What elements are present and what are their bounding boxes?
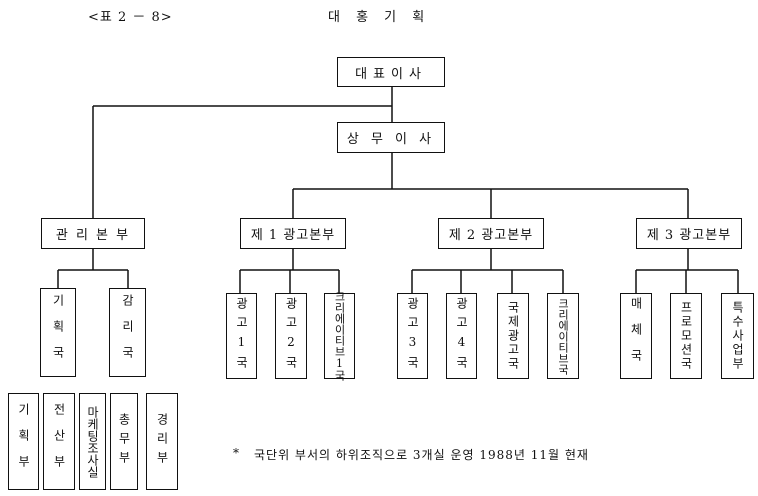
division-admin: 관 리 본 부 <box>41 218 145 249</box>
unit-label: 광고2국 <box>284 297 298 375</box>
unit-label: 광고1국 <box>234 297 249 375</box>
subunit-label: 전산부 <box>52 402 66 481</box>
unit-audit-bureau: 감리국 <box>109 288 146 377</box>
unit-special-business-dept: 특수사업부 <box>721 293 754 379</box>
subunit-planning-dept: 기획부 <box>8 393 39 490</box>
unit-label: 크리에이티브1국 <box>333 291 346 381</box>
unit-label: 국제광고국 <box>506 301 520 371</box>
subunit-marketing-research-office: 마케팅조사실 <box>79 393 106 490</box>
footnote-text: 국단위 부서의 하위조직으로 3개실 운영 1988년 11월 현재 <box>254 448 589 462</box>
footnote-mark: * <box>233 446 239 460</box>
unit-creative-bureau: 크리에이티브국 <box>547 293 579 379</box>
division-advertising-2: 제 2 광고본부 <box>438 218 544 249</box>
unit-ad-bureau-4: 광고4국 <box>446 293 477 379</box>
unit-promotion-bureau: 프로모션국 <box>670 293 702 379</box>
unit-planning-bureau: 기획국 <box>40 288 76 377</box>
managing-director-box: 상 무 이 사 <box>337 122 445 153</box>
unit-label: 특수사업부 <box>730 301 745 371</box>
unit-label: 광고4국 <box>454 297 469 375</box>
subunit-label: 경리부 <box>155 413 169 470</box>
division-advertising-1: 제 1 광고본부 <box>240 218 346 249</box>
unit-label: 프로모션국 <box>679 301 693 371</box>
unit-ad-bureau-2: 광고2국 <box>275 293 307 379</box>
table-label: <표 2 － 8> <box>88 10 173 25</box>
subunit-accounting-dept: 경리부 <box>146 393 178 490</box>
unit-international-ad-bureau: 국제광고국 <box>497 293 529 379</box>
subunit-computing-dept: 전산부 <box>43 393 75 490</box>
unit-label: 크리에이티브국 <box>556 297 570 375</box>
subunit-label: 마케팅조사실 <box>85 405 100 478</box>
unit-ad-bureau-3: 광고3국 <box>397 293 428 379</box>
unit-media-bureau: 매체국 <box>620 293 652 379</box>
unit-label: 기획국 <box>51 293 65 372</box>
unit-label: 광고3국 <box>405 297 420 375</box>
unit-label: 매체국 <box>629 297 643 375</box>
subunit-general-affairs-dept: 총무부 <box>110 393 138 490</box>
chart-title: 대 홍 기 획 <box>328 10 431 25</box>
ceo-box: 대표이사 <box>337 57 445 87</box>
subunit-label: 총무부 <box>117 413 131 470</box>
unit-ad-bureau-1: 광고1국 <box>226 293 257 379</box>
unit-creative-bureau-1: 크리에이티브1국 <box>324 291 355 381</box>
subunit-label: 기획부 <box>16 402 31 481</box>
division-advertising-3: 제 3 광고본부 <box>636 218 742 249</box>
unit-label: 감리국 <box>120 293 135 372</box>
